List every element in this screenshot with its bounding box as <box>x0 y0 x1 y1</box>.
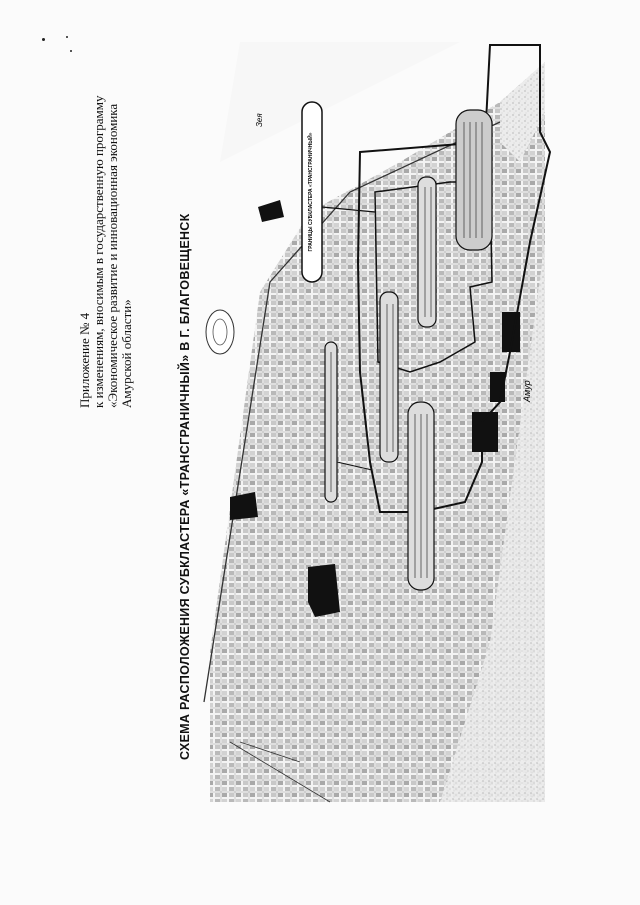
appendix-line: к изменениям, вносимым в государственную… <box>91 95 106 408</box>
callout-pill <box>455 109 493 251</box>
scan-speck <box>66 36 68 38</box>
dark-block <box>308 564 340 617</box>
map-graphic: ГРАНИЦЫ СУБКЛАСТЕРА «ТРАНСГРАНИЧНЫЙ» Зея… <box>203 42 552 803</box>
scan-speck <box>42 38 45 41</box>
scan-speck <box>70 50 72 52</box>
road <box>229 741 331 803</box>
zeya-river <box>500 62 545 162</box>
subcluster-boundary <box>356 44 552 513</box>
amur-label: Амур <box>522 380 532 403</box>
boundary-callout <box>301 101 323 283</box>
stadium <box>205 309 235 355</box>
dark-block <box>258 200 284 222</box>
dark-block <box>230 492 258 520</box>
appendix-line: Приложение № 4 <box>77 312 92 408</box>
amur-river <box>440 242 545 802</box>
map-title-text: СХЕМА РАСПОЛОЖЕНИЯ СУБКЛАСТЕРА «ТРАНСГРА… <box>178 213 192 760</box>
road <box>239 741 301 763</box>
outskirts <box>220 42 460 162</box>
boundary-label: ГРАНИЦЫ СУБКЛАСТЕРА «ТРАНСГРАНИЧНЫЙ» <box>306 132 314 251</box>
callout-pill <box>417 176 437 328</box>
map-title: СХЕМА РАСПОЛОЖЕНИЯ СУБКЛАСТЕРА «ТРАНСГРА… <box>178 40 200 760</box>
zeya-label: Зея <box>255 113 264 127</box>
appendix-line: «Экономическое развитие и инновационная … <box>105 103 120 408</box>
callout-pill <box>379 291 399 463</box>
city-map: ГРАНИЦЫ СУБКЛАСТЕРА «ТРАНСГРАНИЧНЫЙ» Зея… <box>200 42 560 822</box>
appendix-line: Амурской области» <box>119 299 134 408</box>
